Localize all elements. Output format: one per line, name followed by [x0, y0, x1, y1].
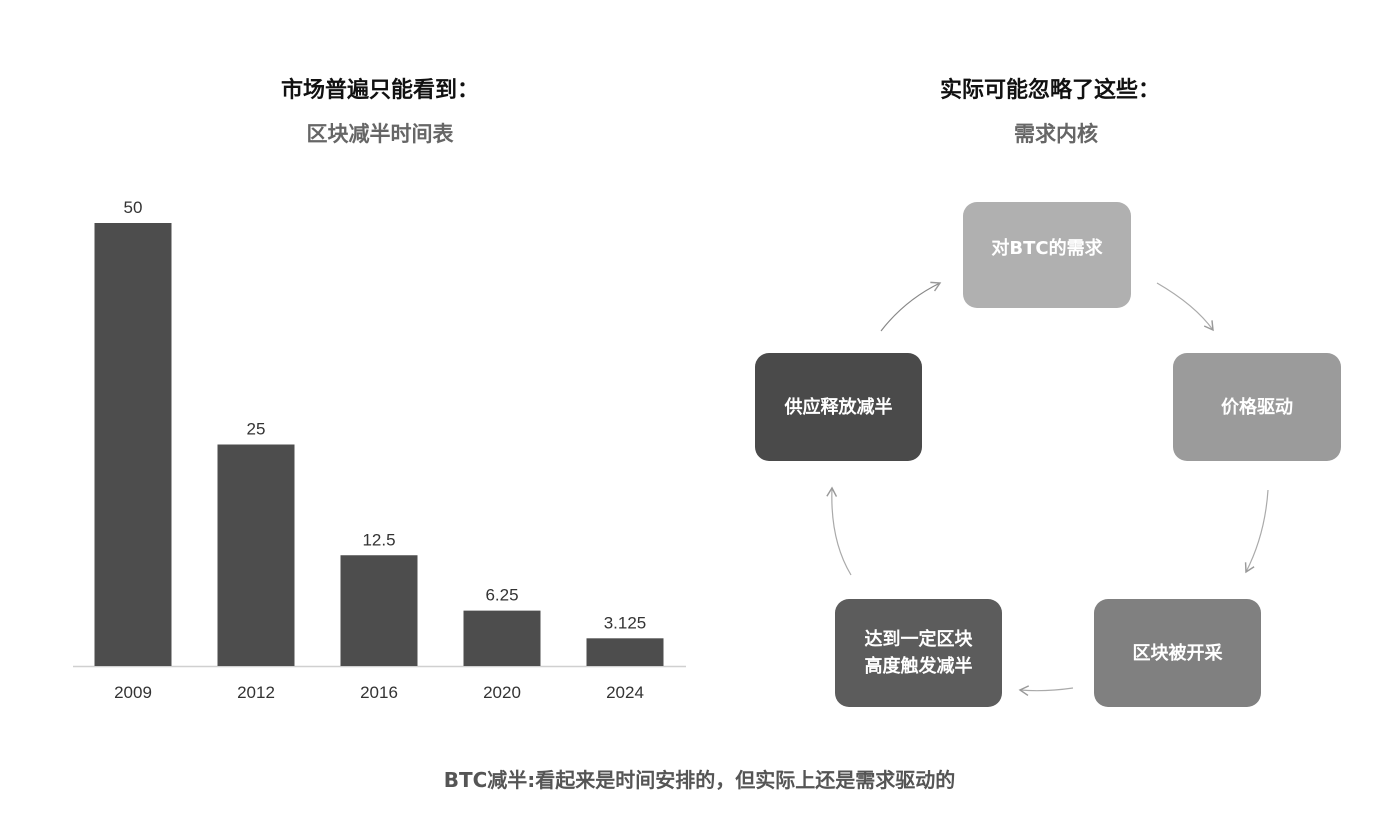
bar-2009: [94, 223, 172, 666]
arrow-demand-to-price: [1156, 282, 1214, 332]
node-supply-halving: 供应释放减半: [755, 353, 922, 461]
x-tick-label: 2024: [606, 683, 644, 702]
arrow-mining-to-height: [1018, 685, 1074, 697]
arrow-price-to-mining: [1244, 489, 1269, 574]
node-label: 对BTC的需求: [991, 237, 1103, 259]
node-price-driven: 价格驱动: [1173, 353, 1341, 461]
bar-2016: [340, 555, 418, 666]
bar-2012: [217, 444, 295, 666]
bar-chart: 50 2009 25 2012 12.5 2016 6.25 2020 3.125 2024: [73, 198, 686, 702]
x-tick-label: 2020: [483, 683, 521, 702]
arrow-supply-to-demand: [880, 281, 942, 332]
node-label: 达到一定区块 高度触发减半: [864, 629, 973, 677]
node-label: 供应释放减半: [784, 396, 893, 418]
x-tick-label: 2012: [237, 683, 275, 702]
data-label: 25: [247, 420, 266, 439]
node-block-mined: 区块被开采: [1094, 599, 1261, 707]
data-label: 3.125: [604, 613, 647, 632]
data-label: 6.25: [485, 586, 518, 605]
node-btc-demand: 对BTC的需求: [963, 202, 1131, 308]
data-label: 50: [124, 198, 143, 217]
left-title: 市场普遍只能看到：: [280, 78, 479, 103]
node-label: 区块被开采: [1132, 642, 1223, 664]
arrow-height-to-supply: [826, 486, 852, 576]
right-title: 实际可能忽略了这些：: [939, 78, 1160, 103]
bar-2024: [586, 638, 664, 666]
node-label: 价格驱动: [1221, 396, 1293, 418]
caption: BTC减半:看起来是时间安排的，但实际上还是需求驱动的: [443, 768, 956, 792]
x-tick-label: 2009: [114, 683, 152, 702]
data-label: 12.5: [362, 530, 395, 549]
right-subtitle: 需求内核: [1014, 122, 1098, 146]
left-subtitle: 区块减半时间表: [306, 122, 454, 146]
bar-2020: [463, 610, 541, 666]
node-halving-trigger: 达到一定区块 高度触发减半: [835, 599, 1002, 707]
x-tick-label: 2016: [360, 683, 398, 702]
